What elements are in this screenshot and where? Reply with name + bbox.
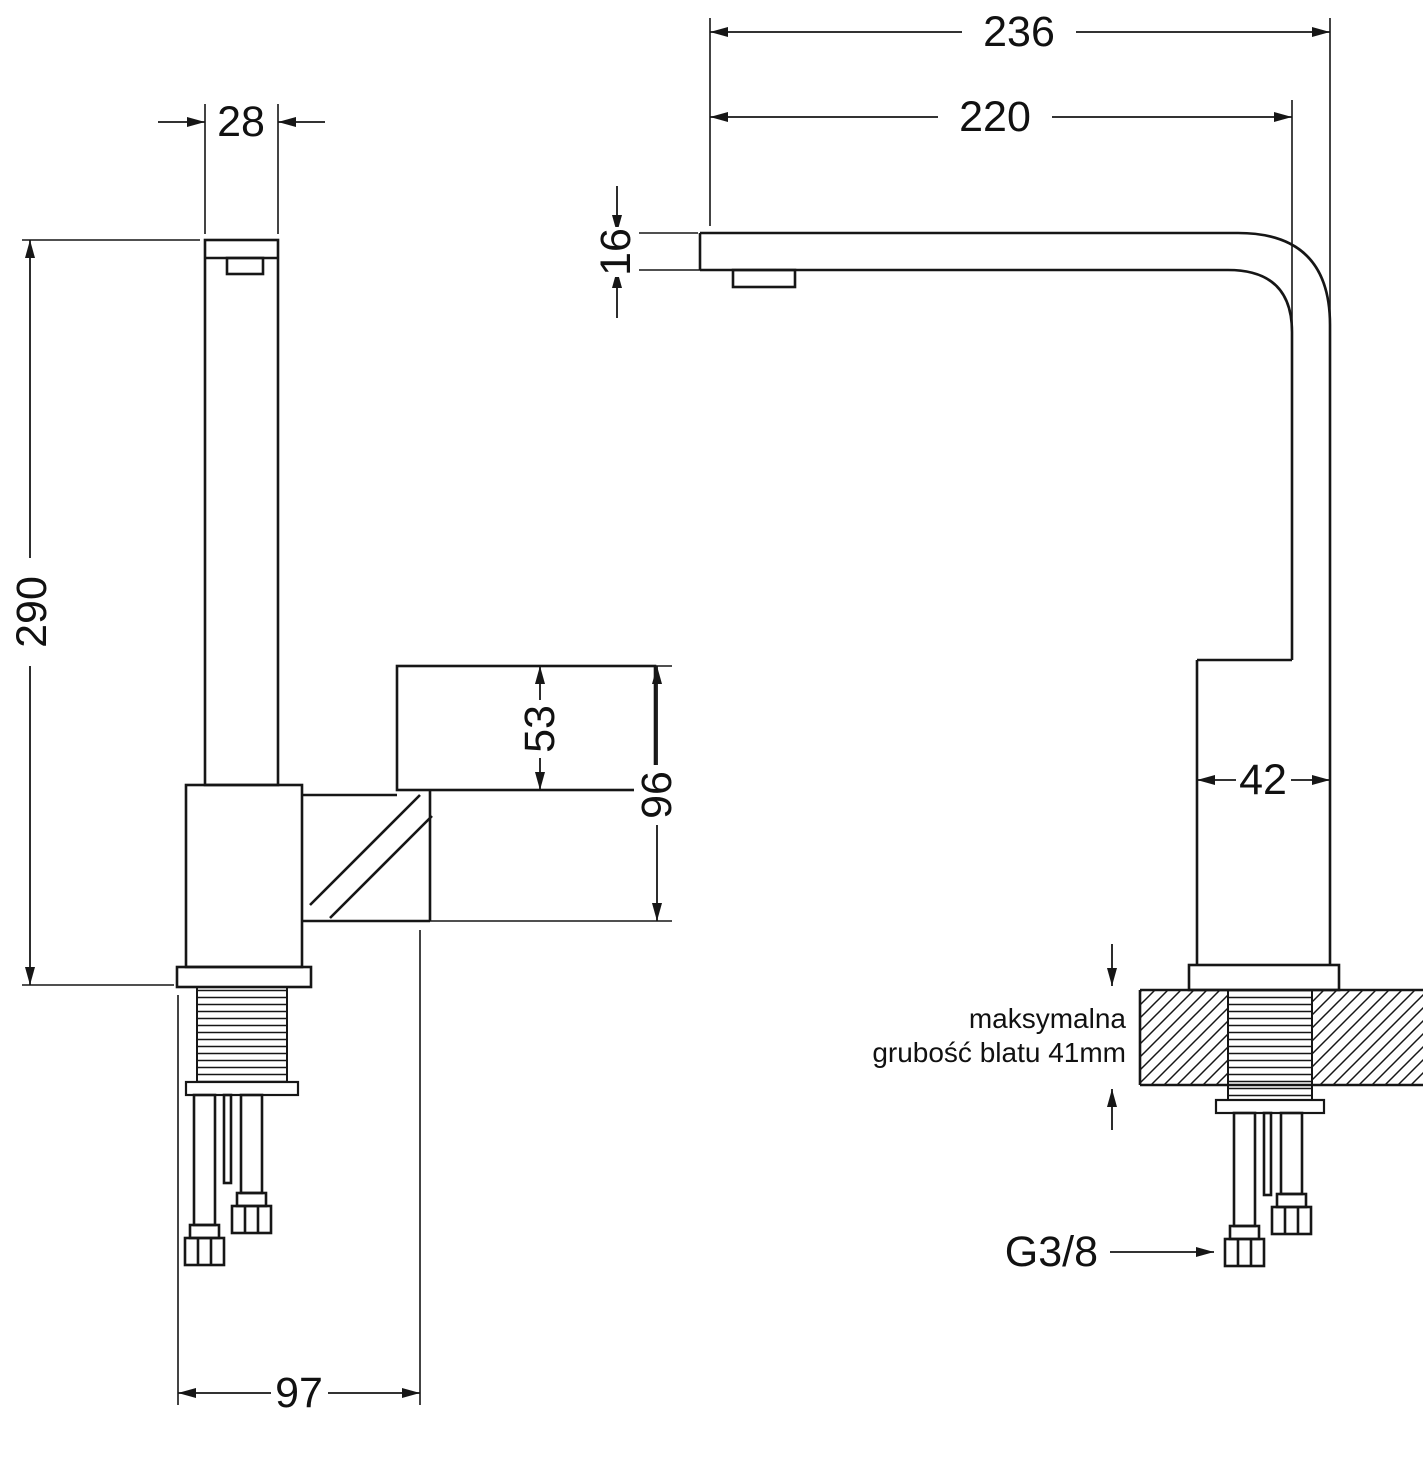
- front-body: [1195, 658, 1292, 965]
- side-base-flange: [175, 965, 313, 989]
- side-hose-right-nut-facets: [243, 1206, 260, 1233]
- front-hose-left-nut: [1223, 1237, 1266, 1268]
- side-threaded-shank: [196, 986, 288, 1083]
- front-hose-left: [1232, 1111, 1257, 1228]
- front-aerator: [731, 268, 797, 289]
- front-hose-right-fitting: [1275, 1192, 1308, 1209]
- side-hose-right-nut: [230, 1204, 273, 1235]
- dim-97-extension-lines: [177, 930, 421, 1405]
- side-hose-left-nut-facets: [196, 1238, 213, 1265]
- front-spout-outer: [700, 231, 1332, 965]
- side-hose-left: [192, 1093, 217, 1227]
- side-hose-right-fitting: [235, 1191, 268, 1208]
- dim-220-label: 220: [959, 93, 1031, 141]
- side-view-dimensions: 28 290 53 96 97: [8, 98, 681, 1417]
- side-handle-lever: [309, 794, 433, 919]
- front-hose-right: [1279, 1111, 1304, 1196]
- dim-236-label: 236: [983, 8, 1055, 56]
- dim-28-label: 28: [217, 98, 265, 146]
- side-hose-left-fitting: [188, 1223, 221, 1240]
- dim-236-extension-lines: [709, 18, 1331, 318]
- front-hose-left-nut-facets: [1236, 1239, 1253, 1266]
- dim-97-label: 97: [275, 1369, 323, 1417]
- front-mounting-washer: [1214, 1098, 1326, 1115]
- side-spout-column: [203, 238, 280, 787]
- side-mounting-stud: [222, 1093, 233, 1185]
- side-mounting-washer: [184, 1080, 300, 1097]
- thread-size-label: G3/8: [1005, 1228, 1098, 1276]
- dim-53-label: 53: [516, 705, 564, 753]
- side-body: [184, 783, 304, 969]
- front-spout-inner: [700, 268, 1294, 660]
- front-base-flange: [1187, 963, 1341, 992]
- side-view: [175, 238, 657, 1267]
- side-handle-housing: [302, 790, 432, 923]
- dim-290-extension-lines: [22, 239, 200, 986]
- countertop-note-line1: maksymalna: [969, 1003, 1127, 1034]
- side-aerator: [225, 256, 265, 276]
- dim-96-label: 96: [633, 771, 681, 819]
- countertop-hatch-right: [1312, 990, 1423, 1085]
- dim-42-label: 42: [1239, 756, 1287, 804]
- countertop-hatch-left: [1140, 990, 1228, 1085]
- front-mounting-stud: [1262, 1111, 1273, 1197]
- dim-16-label: 16: [592, 228, 640, 276]
- front-threaded-shank: [1227, 989, 1313, 1101]
- side-hose-right: [239, 1093, 264, 1195]
- front-hose-left-fitting: [1228, 1224, 1261, 1241]
- front-hose-right-nut: [1270, 1205, 1313, 1236]
- countertop-note-line2: grubość blatu 41mm: [872, 1037, 1126, 1068]
- front-view-dimensions: 236 220 16 42 maksymalna grubość blatu 4…: [592, 8, 1331, 1276]
- dim-290-label: 290: [8, 576, 56, 648]
- front-hose-right-nut-facets: [1283, 1207, 1300, 1234]
- side-hose-left-nut: [183, 1236, 226, 1267]
- front-view: [698, 231, 1423, 1268]
